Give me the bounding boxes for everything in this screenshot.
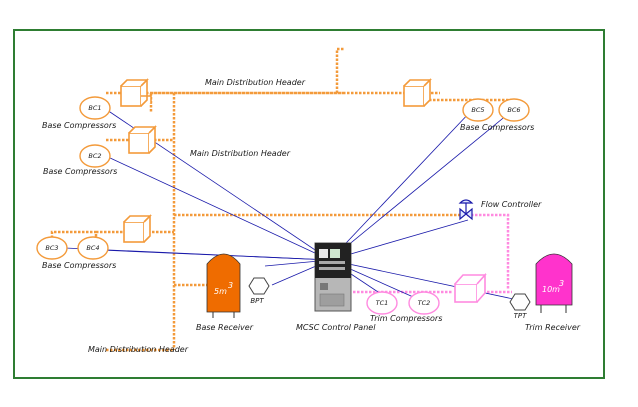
flow-controller-label: Flow Controller xyxy=(481,200,542,209)
trim-receiver-volume: 10m xyxy=(542,285,560,294)
tpt-label: TPT xyxy=(514,312,527,320)
base-receiver-volume: 5m xyxy=(214,287,227,296)
dryer-unit-1 xyxy=(120,78,152,107)
compressor-bc6: BC6 xyxy=(498,98,530,122)
flow-controller-valve xyxy=(458,199,474,221)
compressor-tc2-label: TC2 xyxy=(418,299,431,307)
main-distribution-header-label-mid: Main Distribution Header xyxy=(190,149,291,158)
compressor-tc1-label: TC1 xyxy=(376,299,389,307)
main-distribution-header-label-top: Main Distribution Header xyxy=(205,78,306,87)
dryer-unit-4 xyxy=(403,78,432,107)
base-compressors-label-3: Base Compressors xyxy=(42,261,116,270)
compressor-bc1-label: BC1 xyxy=(88,104,101,112)
trim-receiver-volume-exp: 3 xyxy=(559,279,564,288)
compressor-tc1: TC1 xyxy=(366,291,398,315)
dryer-unit-2 xyxy=(128,125,157,154)
tpt-transmitter xyxy=(509,293,531,311)
control-panel-label: MCSC Control Panel xyxy=(296,323,376,332)
compressor-bc4-label: BC4 xyxy=(86,244,99,252)
compressor-tc2: TC2 xyxy=(408,291,440,315)
compressor-bc1: BC1 xyxy=(79,96,111,120)
trim-compressors-label: Trim Compressors xyxy=(370,314,442,323)
base-receiver-volume-exp: 3 xyxy=(228,281,233,290)
diagram-frame xyxy=(13,29,605,379)
bpt-transmitter xyxy=(248,277,270,295)
compressor-bc4: BC4 xyxy=(77,236,109,260)
trim-receiver-label: Trim Receiver xyxy=(525,323,581,332)
trim-dryer-unit xyxy=(454,272,487,303)
main-distribution-header-label-bottom: Main Distribution Header xyxy=(88,345,189,354)
dryer-unit-3 xyxy=(123,214,152,243)
compressor-bc2: BC2 xyxy=(79,144,111,168)
base-compressors-label-4: Base Compressors xyxy=(460,123,534,132)
base-receiver-label: Base Receiver xyxy=(196,323,254,332)
base-receiver-tank: 5m 3 xyxy=(206,253,241,318)
trim-piping xyxy=(353,213,512,297)
compressor-bc3-label: BC3 xyxy=(45,244,58,252)
compressor-bc3: BC3 xyxy=(36,236,68,260)
compressor-bc5-label: BC5 xyxy=(471,106,484,114)
mcsc-control-panel xyxy=(314,242,352,312)
bpt-label: BPT xyxy=(250,297,264,305)
base-compressors-label-1: Base Compressors xyxy=(42,121,116,130)
compressor-bc5: BC5 xyxy=(462,98,494,122)
base-compressors-label-2: Base Compressors xyxy=(43,167,117,176)
compressor-bc6-label: BC6 xyxy=(507,106,520,114)
compressor-bc2-label: BC2 xyxy=(88,152,101,160)
trim-receiver-tank: 10m 3 xyxy=(535,253,573,313)
